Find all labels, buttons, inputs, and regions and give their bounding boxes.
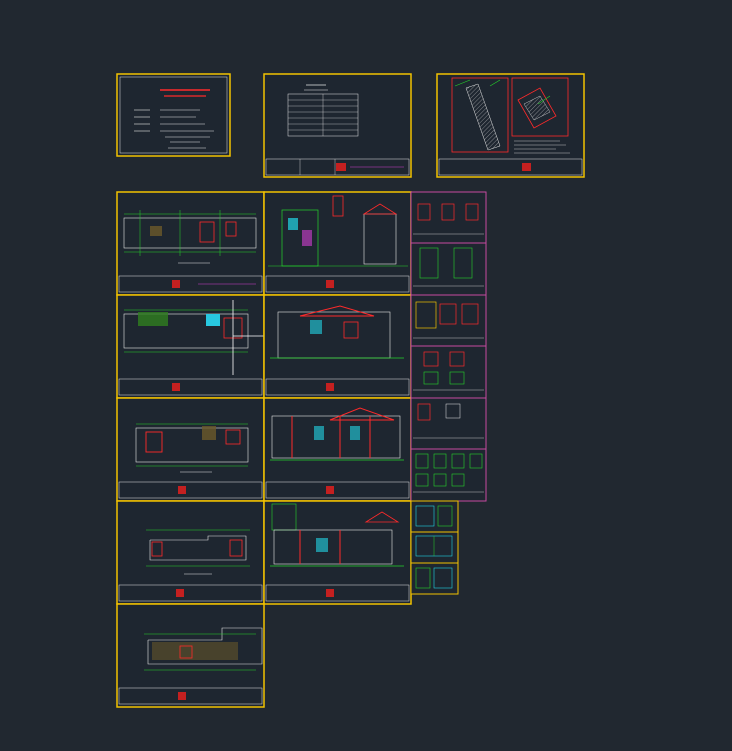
door-detail-sheet-3[interactable] [410,562,459,595]
site-plan-sheet[interactable] [436,73,585,178]
floor-plan-sheet-4[interactable] [116,500,265,605]
floor-plan-sheet-2[interactable] [116,294,290,399]
detail-sheet-4[interactable] [410,345,487,399]
section-sheet-2[interactable] [263,500,412,605]
elevation-sheet-1[interactable] [263,191,412,296]
door-detail-sheet-2[interactable] [410,531,459,564]
detail-sheet-3[interactable] [410,294,487,347]
detail-sheet-1[interactable] [410,191,487,244]
door-detail-sheet-1[interactable] [410,500,459,533]
cover-sheet[interactable] [116,73,231,157]
floor-plan-sheet-1[interactable] [116,191,265,296]
detail-sheet-2[interactable] [410,242,487,296]
detail-sheet-5[interactable] [410,397,487,450]
elevation-sheet-2[interactable] [263,294,412,399]
section-sheet-1[interactable] [263,397,412,502]
index-sheet[interactable] [263,73,412,178]
floor-plan-sheet-3[interactable] [116,397,265,502]
roof-plan-sheet[interactable] [116,603,265,708]
detail-sheet-6[interactable] [410,448,487,502]
